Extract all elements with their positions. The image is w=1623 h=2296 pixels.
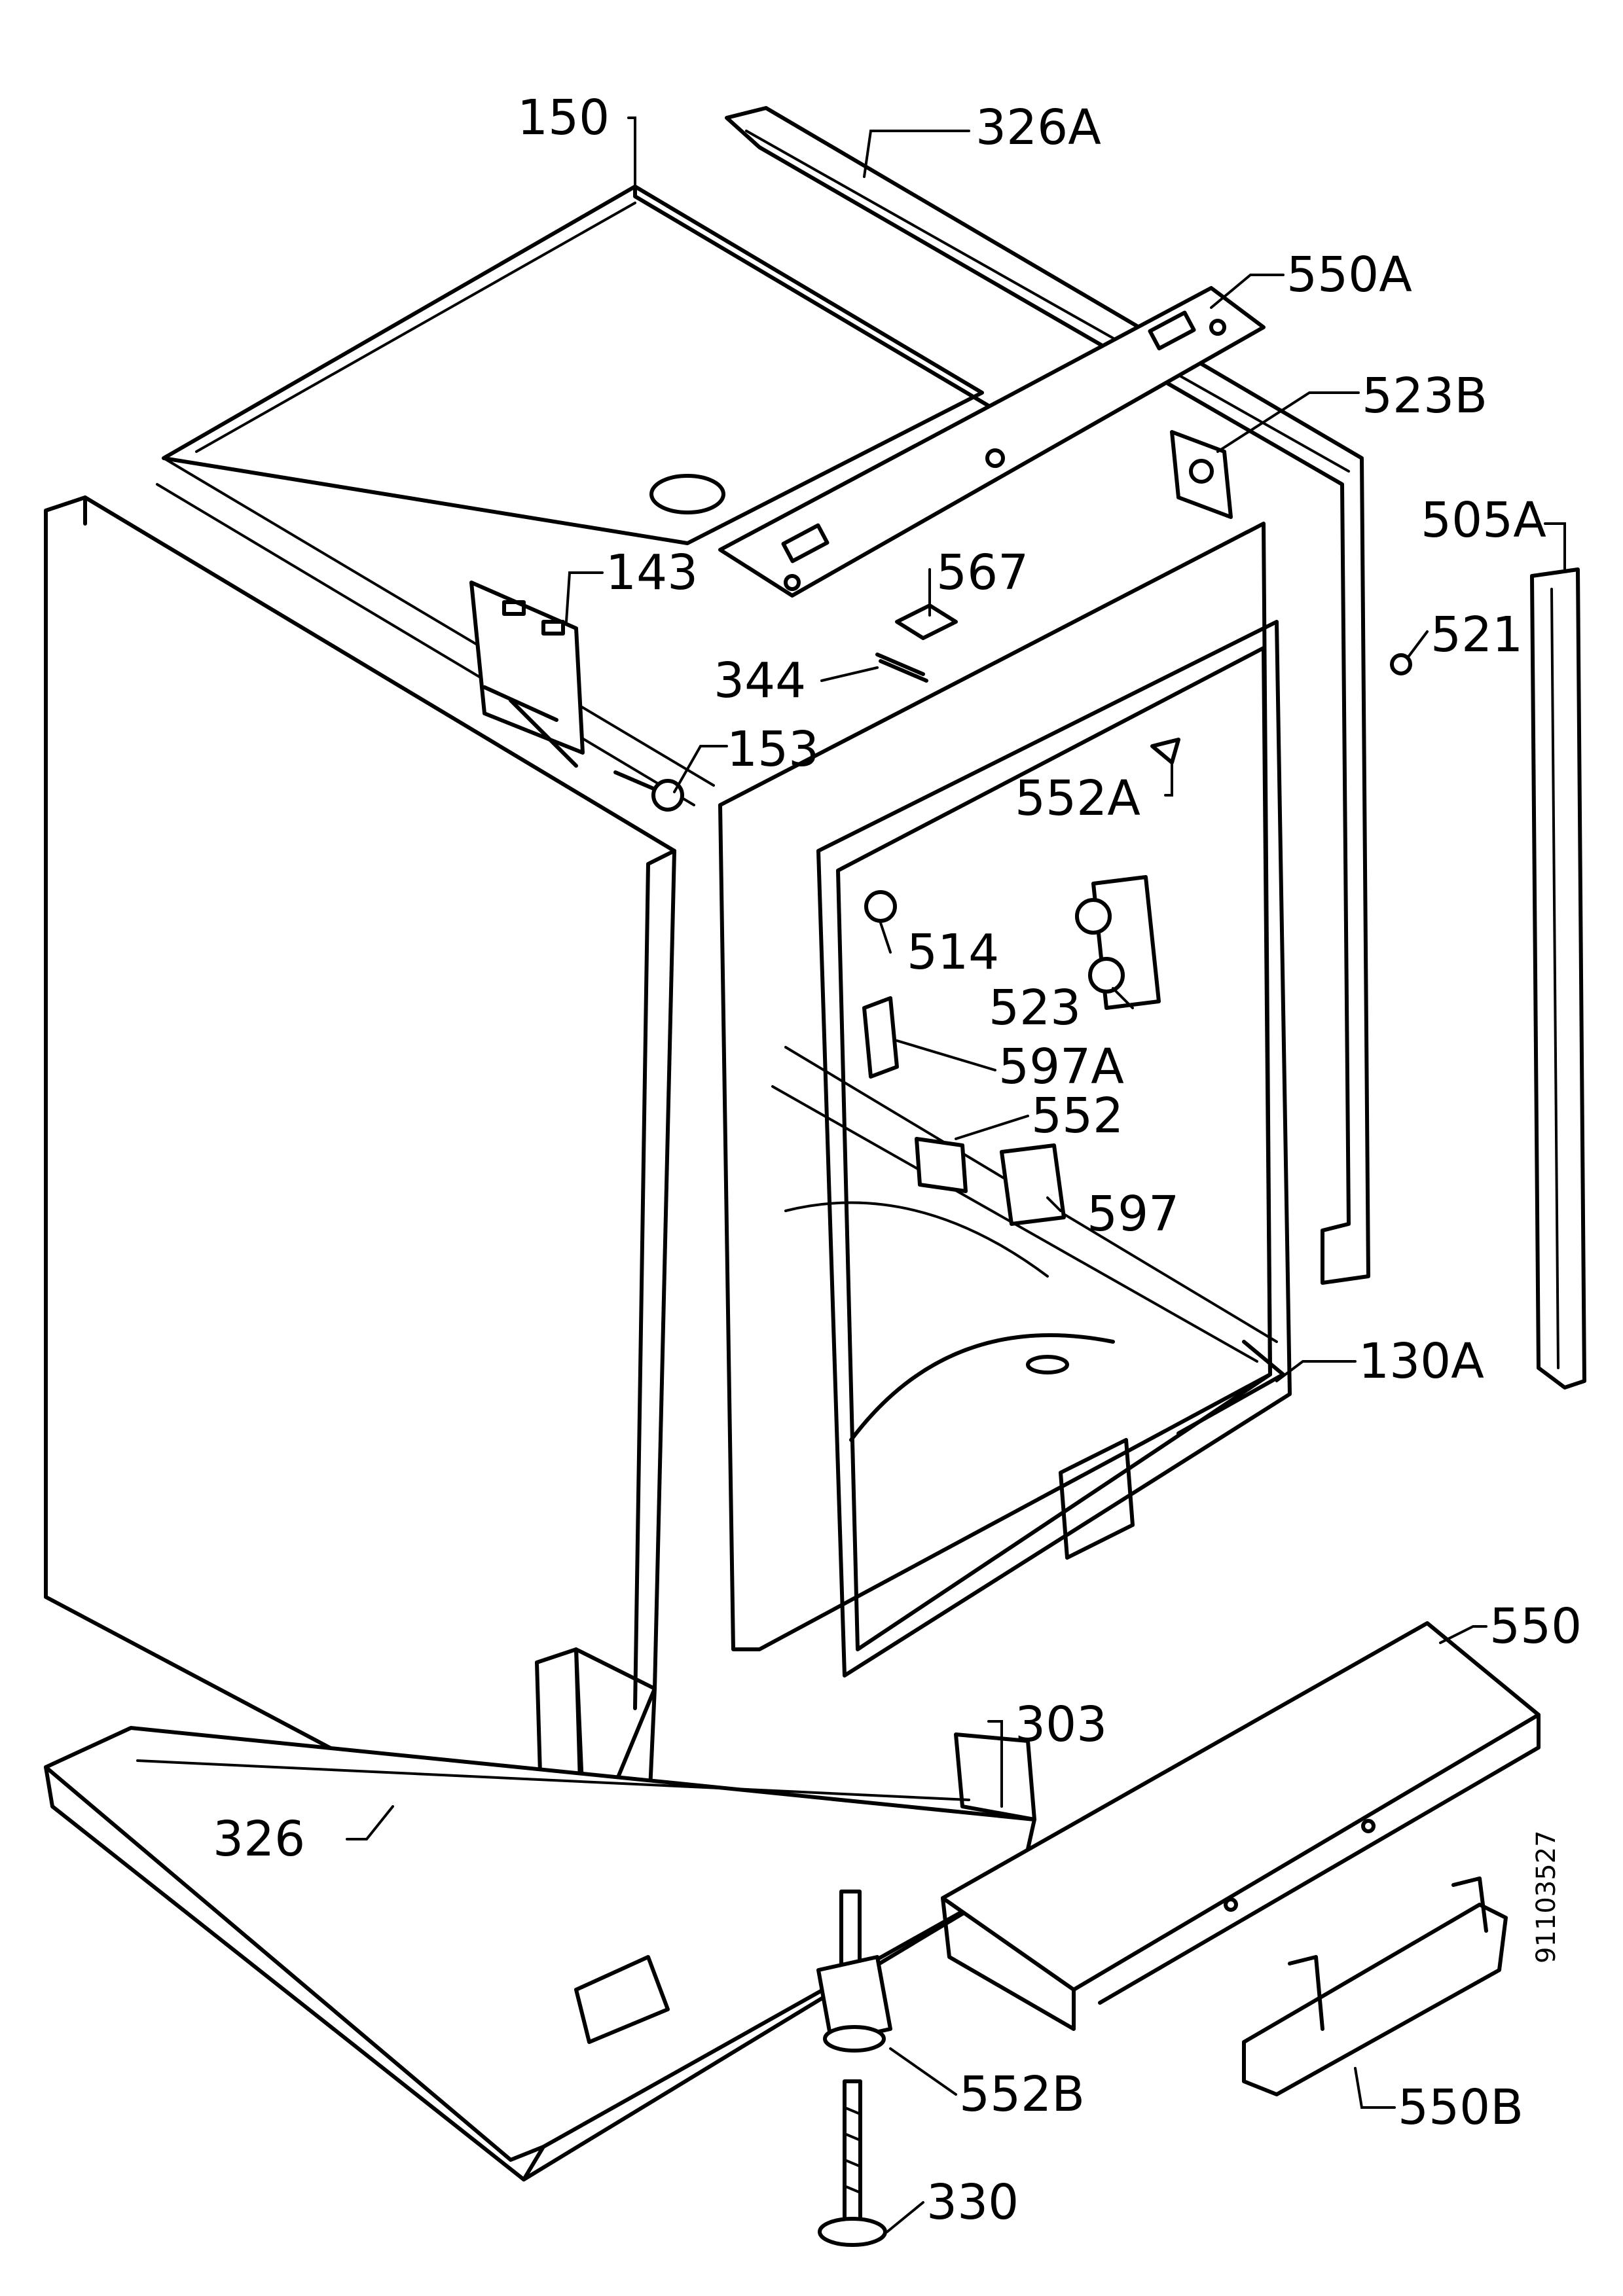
rail-pin-552 xyxy=(915,1137,968,1193)
bolt-part xyxy=(613,770,684,812)
clip-567 xyxy=(895,603,958,640)
screw-552a xyxy=(1150,738,1180,764)
label-550a: 550A xyxy=(1286,247,1412,303)
label-550b: 550B xyxy=(1398,2079,1523,2136)
label-330: 330 xyxy=(926,2174,1019,2231)
front-door-panel xyxy=(44,457,715,1887)
drawing-number: 91103527 xyxy=(1531,1830,1561,1964)
label-552b: 552B xyxy=(959,2066,1085,2123)
label-514: 514 xyxy=(907,924,999,980)
label-567: 567 xyxy=(936,545,1029,601)
bracket-550b xyxy=(1242,1876,1508,2096)
label-326: 326 xyxy=(213,1811,305,1867)
hinge-bracket xyxy=(469,581,585,768)
screw-330 xyxy=(818,2079,887,2247)
spring-344 xyxy=(875,653,928,683)
leader-lines xyxy=(346,117,1566,2233)
label-552a: 552A xyxy=(1015,770,1140,827)
label-550: 550 xyxy=(1489,1598,1582,1655)
grommet-521 xyxy=(1390,653,1412,675)
label-523b: 523B xyxy=(1362,368,1487,424)
clip-597 xyxy=(1000,1143,1066,1226)
levelling-foot xyxy=(816,1890,892,2053)
catch-597a xyxy=(862,996,899,1079)
plug-514 xyxy=(864,890,897,923)
label-130a: 130A xyxy=(1359,1333,1484,1390)
label-150: 150 xyxy=(517,90,610,146)
cabinet-body xyxy=(718,522,1292,1677)
label-153: 153 xyxy=(727,721,819,778)
slide-guide-523b xyxy=(1170,430,1233,519)
label-597: 597 xyxy=(1087,1186,1179,1242)
side-strip xyxy=(1530,567,1586,1390)
kick-plate xyxy=(941,1621,1541,2031)
label-552: 552 xyxy=(1031,1088,1123,1144)
top-rail xyxy=(718,286,1266,598)
roller-bracket-523 xyxy=(1075,875,1161,1010)
label-344: 344 xyxy=(714,653,806,709)
label-521: 521 xyxy=(1431,607,1523,663)
label-326a: 326A xyxy=(976,99,1101,156)
label-303: 303 xyxy=(1015,1696,1107,1753)
cabinet-top-panel xyxy=(162,185,991,545)
base-tray xyxy=(44,1726,1036,2181)
label-505a: 505A xyxy=(1421,492,1546,548)
label-597a: 597A xyxy=(998,1039,1124,1095)
label-523: 523 xyxy=(989,980,1081,1036)
back-frame xyxy=(725,106,1370,1285)
label-143: 143 xyxy=(606,545,698,601)
